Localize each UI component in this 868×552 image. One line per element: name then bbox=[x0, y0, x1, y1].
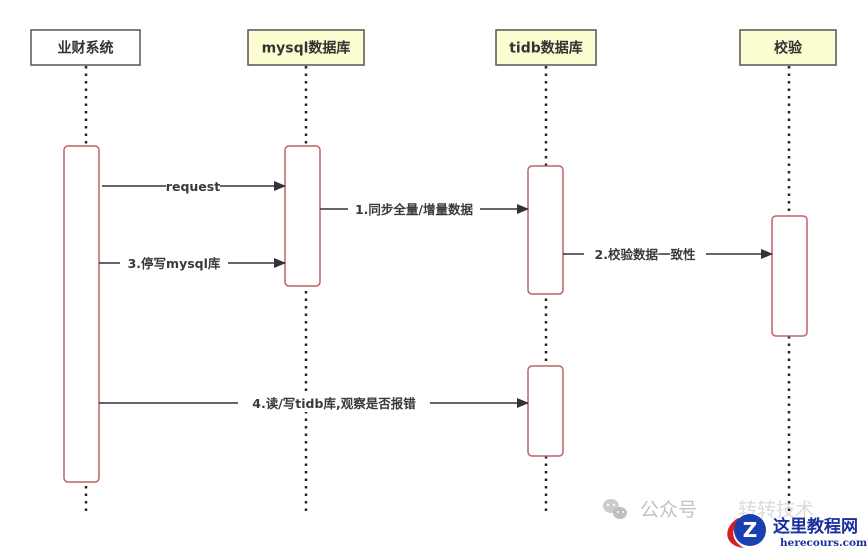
participant-box bbox=[30, 29, 141, 66]
message-label: 2.校验数据一致性 bbox=[595, 247, 696, 262]
logo-url: herecours.com bbox=[780, 537, 867, 549]
message-read-write-tidb: 4.读/写tidb库,观察是否报错 bbox=[99, 394, 529, 412]
message-label: 1.同步全量/增量数据 bbox=[355, 202, 474, 217]
label-bg bbox=[584, 245, 706, 263]
watermark-account: 转转技术 bbox=[738, 499, 814, 521]
label-bg bbox=[166, 178, 220, 194]
logo-circle-icon bbox=[734, 514, 766, 546]
participant-label: tidb数据库 bbox=[509, 40, 583, 57]
logo-letter: Z bbox=[743, 518, 758, 542]
activation-tidb-rw bbox=[527, 365, 564, 457]
activation-biz bbox=[63, 145, 100, 483]
message-label: 4.读/写tidb库,观察是否报错 bbox=[252, 396, 416, 411]
activation-mysql bbox=[284, 145, 321, 287]
participant-box bbox=[247, 29, 365, 66]
activations bbox=[63, 145, 808, 483]
message-verify: 2.校验数据一致性 bbox=[563, 245, 773, 263]
message-label: 3.停写mysql库 bbox=[128, 256, 221, 271]
participant-label: mysql数据库 bbox=[262, 40, 351, 57]
message-request: request bbox=[102, 178, 286, 194]
activation-tidb-sync bbox=[527, 165, 564, 295]
site-logo: Z 这里教程网 herecours.com bbox=[727, 514, 867, 549]
participant-biz: 业财系统 bbox=[30, 29, 141, 66]
wechat-icon bbox=[603, 499, 627, 519]
participant-tidb: tidb数据库 bbox=[495, 29, 597, 66]
participant-mysql: mysql数据库 bbox=[247, 29, 365, 66]
message-label: request bbox=[166, 179, 220, 194]
label-bg bbox=[120, 254, 228, 272]
lifelines bbox=[84, 66, 791, 512]
logo-swoosh-icon bbox=[727, 518, 744, 548]
message-sync: 1.同步全量/增量数据 bbox=[320, 200, 529, 218]
message-stop-write: 3.停写mysql库 bbox=[99, 254, 286, 272]
participant-box bbox=[739, 29, 837, 66]
label-bg bbox=[348, 200, 480, 218]
participant-label: 校验 bbox=[774, 40, 803, 57]
participant-label: 业财系统 bbox=[58, 40, 114, 57]
participant-box bbox=[495, 29, 597, 66]
activation-verify bbox=[771, 215, 808, 337]
label-bg bbox=[238, 394, 430, 412]
participant-verify: 校验 bbox=[739, 29, 837, 66]
watermark-prefix: 公众号 bbox=[640, 499, 697, 521]
logo-name: 这里教程网 bbox=[773, 516, 858, 537]
watermark: 公众号 转转技术 bbox=[603, 499, 814, 521]
